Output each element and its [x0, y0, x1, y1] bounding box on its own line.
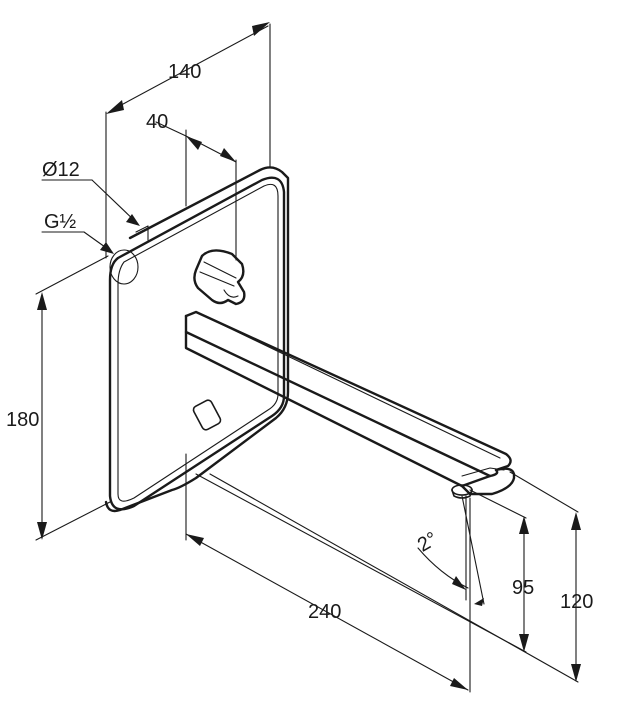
dim-120-label: 120: [560, 591, 593, 613]
handle: [193, 249, 246, 306]
spout: [184, 310, 516, 499]
dimension-labels: 140 40 Ø12 G½ 180 240 95 120 2°: [6, 61, 593, 623]
dim-240-label: 240: [308, 601, 341, 623]
sensor-window-icon: [192, 399, 222, 431]
dim-180-label: 180: [6, 409, 39, 431]
wall-plate: [104, 166, 290, 513]
dimension-lines: [35, 22, 581, 693]
dim-thread-label: G½: [44, 211, 77, 233]
dim-140-label: 140: [168, 61, 201, 83]
dim-95-label: 95: [512, 577, 534, 599]
dim-diameter-label: Ø12: [42, 159, 80, 181]
dim-40-label: 40: [146, 111, 168, 133]
dim-angle-label: 2°: [414, 528, 442, 557]
pipe-connection-circle: [109, 249, 139, 285]
